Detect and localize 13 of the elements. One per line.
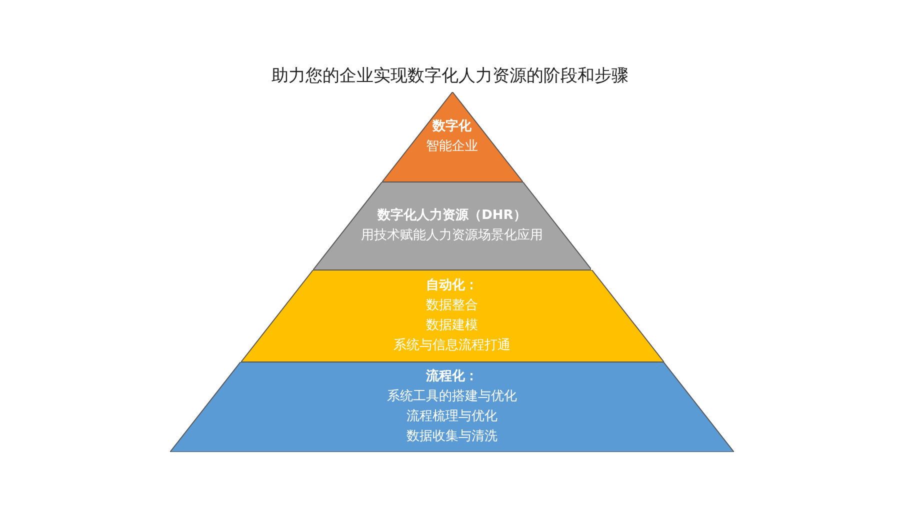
diagram-title: 助力您的企业实现数字化人力资源的阶段和步骤 [270, 65, 630, 87]
tier-heading: 数字化 [432, 119, 472, 135]
tier-text: 数据整合 [426, 298, 478, 314]
tier-heading: 自动化： [426, 278, 478, 294]
tier-text: 系统与信息流程打通 [394, 338, 510, 354]
tier-text: 数据建模 [426, 318, 478, 334]
tier-text: 数据收集与清洗 [406, 429, 498, 445]
tier-heading: 流程化： [426, 369, 478, 385]
tier-text: 智能企业 [426, 139, 478, 155]
tier-text: 流程梳理与优化 [406, 409, 498, 425]
tier-heading: 数字化人力资源（DHR） [378, 208, 526, 224]
tier-text: 用技术赋能人力资源场景化应用 [360, 228, 543, 244]
tier-text: 系统工具的搭建与优化 [387, 389, 517, 405]
